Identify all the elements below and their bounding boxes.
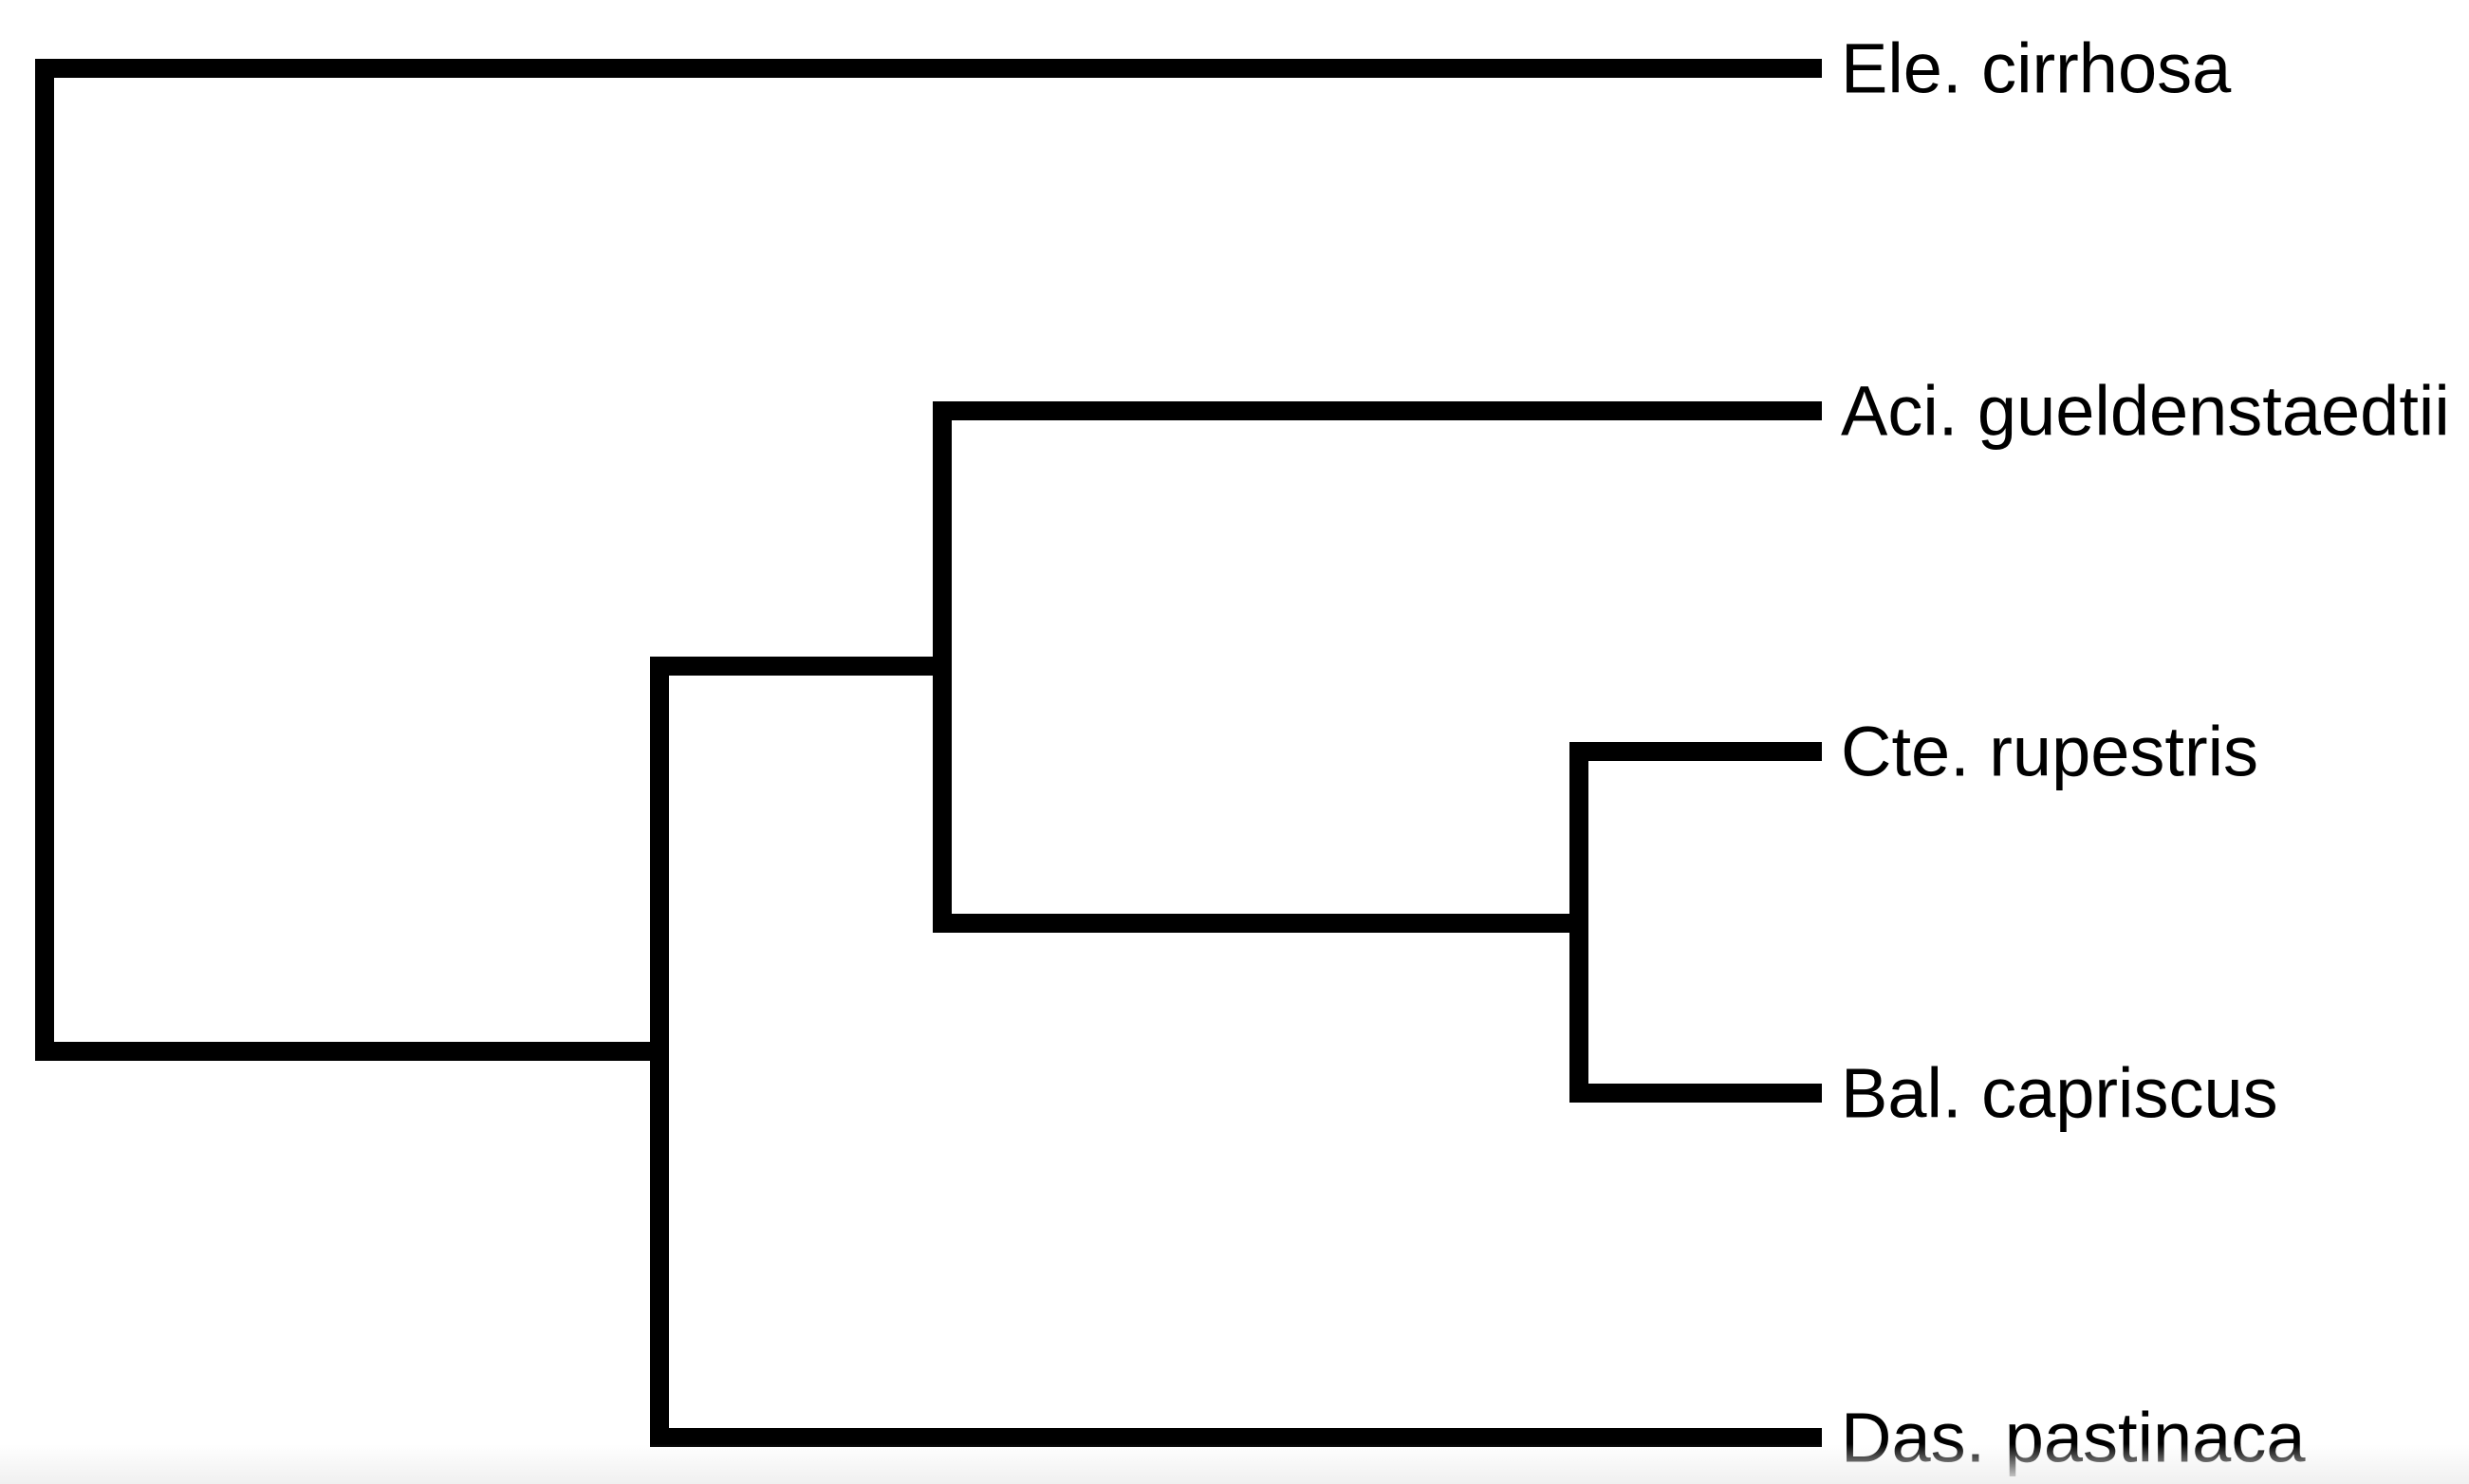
branch-clade-a-to-clade-b	[650, 657, 952, 676]
taxon-label-aci-gueldenstaedtii: Aci. gueldenstaedtii	[1841, 371, 2450, 451]
branch-ele-cirrhosa	[35, 59, 1822, 78]
root-vertical-branch	[35, 59, 54, 1061]
clade-c-vertical-branch	[1569, 742, 1588, 1103]
taxon-label-cte-rupestris: Cte. rupestris	[1841, 712, 2259, 791]
clade-b-vertical-branch	[933, 401, 952, 933]
taxon-label-ele-cirrhosa: Ele. cirrhosa	[1841, 28, 2232, 108]
branch-cte-rupestris	[1569, 742, 1822, 761]
branch-das-pastinaca	[650, 1428, 1822, 1447]
branch-aci-gueldenstaedtii	[933, 401, 1822, 420]
taxon-label-bal-capriscus: Bal. capriscus	[1841, 1053, 2278, 1133]
branch-root-to-clade-a	[35, 1042, 669, 1061]
branch-bal-capriscus	[1569, 1084, 1822, 1103]
branch-clade-b-to-clade-c	[933, 914, 1588, 933]
clade-a-vertical-branch	[650, 657, 669, 1447]
taxon-label-das-pastinaca: Das. pastinaca	[1841, 1398, 2306, 1477]
